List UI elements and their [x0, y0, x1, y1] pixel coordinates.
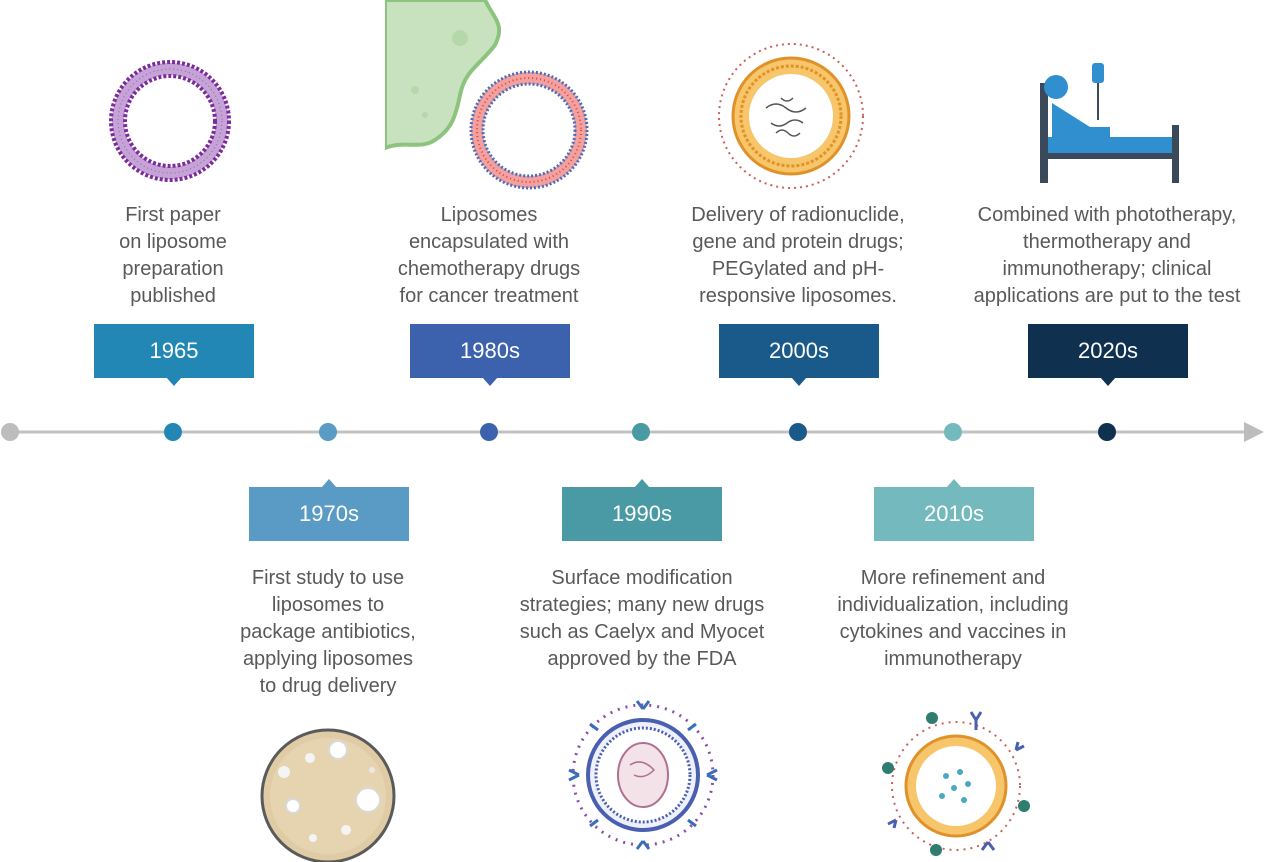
- year-label: 1970s: [299, 501, 359, 526]
- timeline-start-dot: [1, 423, 19, 441]
- milestone-text-1965: First paper on liposome preparation publ…: [119, 204, 227, 307]
- timeline-dot-1970s: [319, 423, 337, 441]
- liposome-ring-icon: [109, 60, 231, 182]
- milestone-text-1970s: First study to use liposomes to package …: [240, 567, 416, 697]
- milestone-text-1980s: Liposomes encapsulated with chemotherapy…: [397, 204, 581, 307]
- year-label: 2020s: [1078, 338, 1138, 363]
- timeline-dot-2020s: [1098, 423, 1116, 441]
- surface-modified-liposome-icon: [568, 700, 718, 850]
- year-label: 1965: [149, 338, 199, 363]
- year-box-2000s: 2000s: [719, 324, 879, 386]
- year-label: 1980s: [460, 338, 520, 363]
- immunoliposome-icon: [882, 711, 1030, 856]
- patient-bed-icon: [1040, 63, 1179, 183]
- year-label: 2010s: [924, 501, 984, 526]
- timeline-dot-1965: [164, 423, 182, 441]
- cancer-cell-liposome-icon: [385, 0, 589, 190]
- milestone-text-2010s: More refinement and individualization, i…: [837, 567, 1069, 670]
- year-box-1990s: 1990s: [562, 479, 722, 541]
- milestone-text-1990s: Surface modification strategies; many ne…: [519, 567, 765, 670]
- year-box-1980s: 1980s: [410, 324, 570, 386]
- year-box-2010s: 2010s: [874, 479, 1034, 541]
- year-label: 2000s: [769, 338, 829, 363]
- timeline-dot-1980s: [480, 423, 498, 441]
- petri-dish-icon: [260, 728, 396, 862]
- pegylated-liposome-icon: [718, 43, 864, 189]
- milestone-text-2000s: Delivery of radionuclide, gene and prote…: [691, 204, 905, 307]
- timeline-dot-1990s: [632, 423, 650, 441]
- year-box-2020s: 2020s: [1028, 324, 1188, 386]
- timeline-dot-2000s: [789, 423, 807, 441]
- milestone-text-2020s: Combined with phototherapy, thermotherap…: [973, 204, 1241, 307]
- timeline-dot-2010s: [944, 423, 962, 441]
- year-box-1970s: 1970s: [249, 479, 409, 541]
- timeline-arrowhead: [1244, 422, 1264, 442]
- year-box-1965: 1965: [94, 324, 254, 386]
- year-label: 1990s: [612, 501, 672, 526]
